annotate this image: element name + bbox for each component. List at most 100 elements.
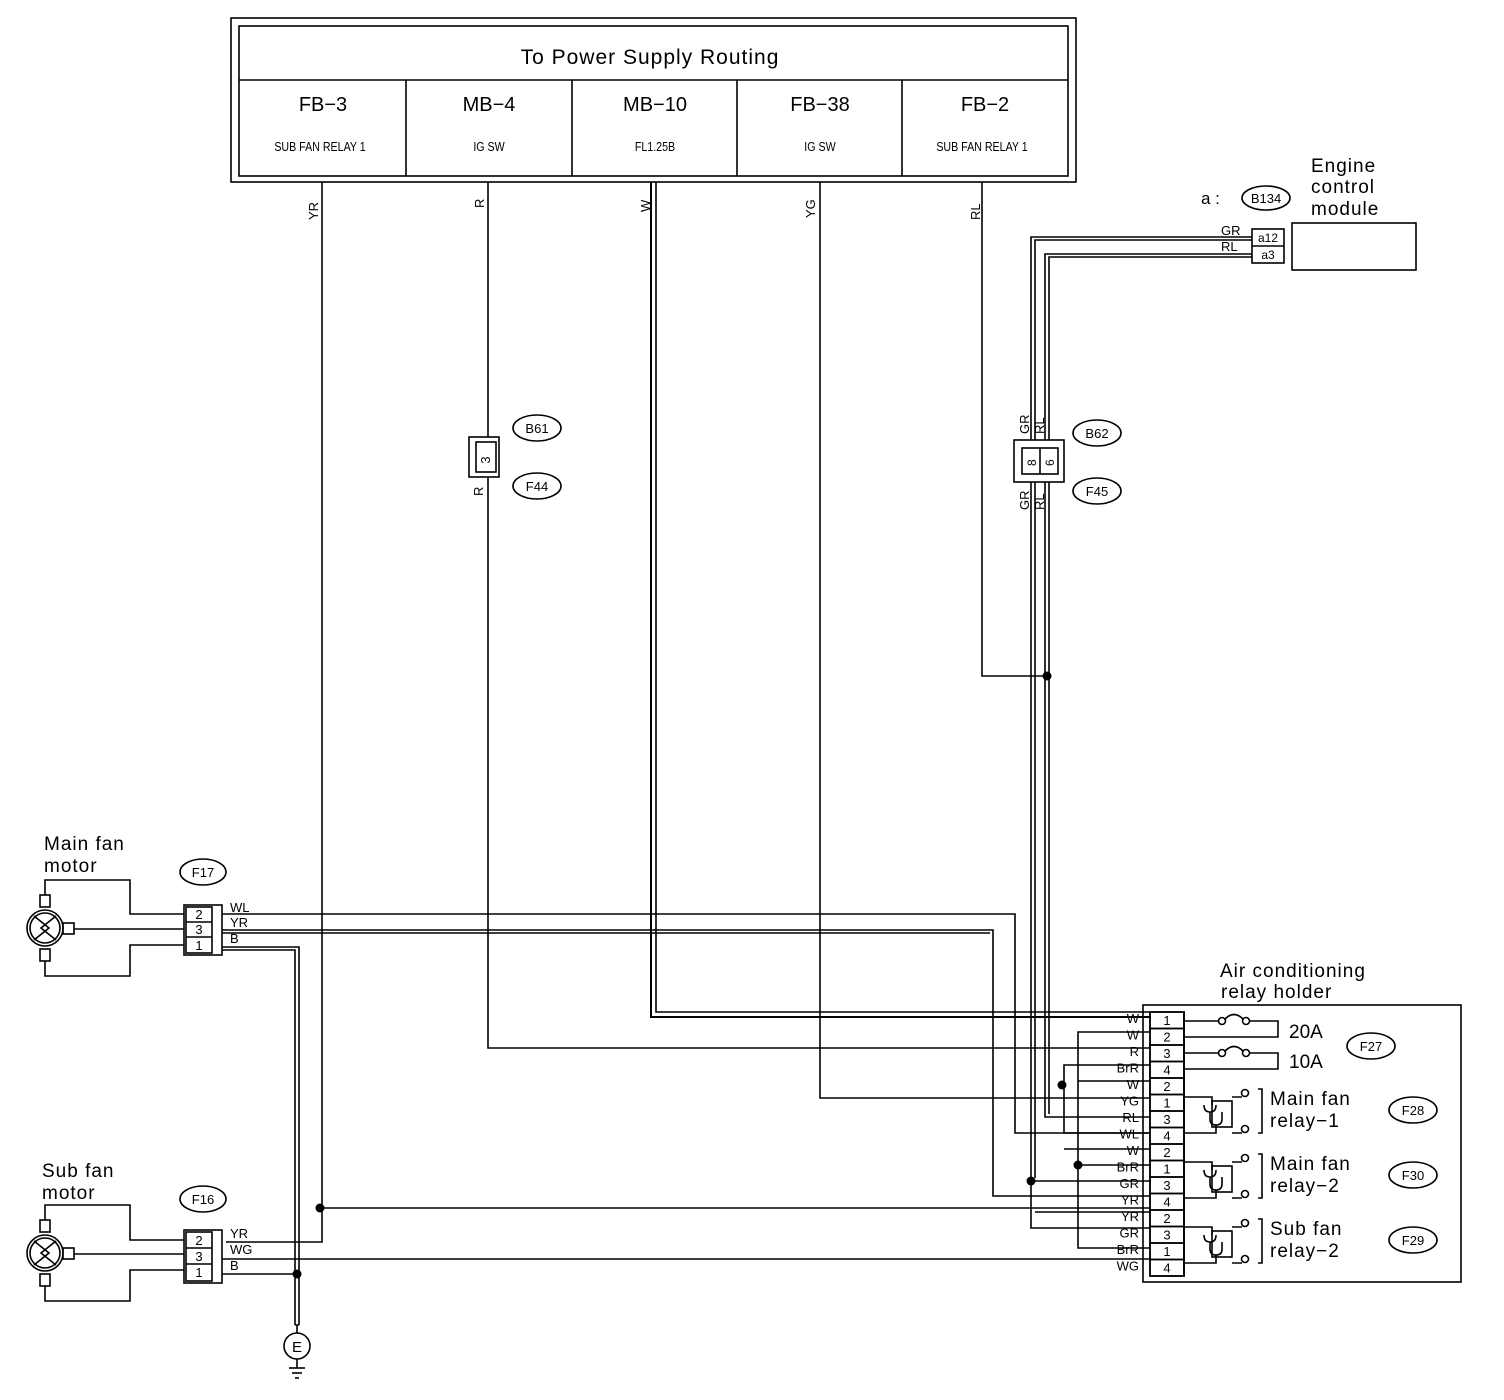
relay-contact-icon <box>1240 1218 1250 1228</box>
terminal-desc-fb38: IG SW <box>804 139 836 154</box>
wire-rl-b62-down <box>1044 482 1150 1118</box>
wire-wl-main-fan <box>222 913 1150 1134</box>
engine-control-module: Engine control module a : B134 a12 a3 GR… <box>1201 156 1417 271</box>
relay-label-line: Sub fan <box>1270 1219 1343 1240</box>
sub-fan-wire-b: B <box>230 1258 239 1273</box>
relay-label-line: Main fan <box>1270 1154 1351 1175</box>
junction-dot-brr <box>1057 1080 1067 1090</box>
wire-b-main-fan-2 <box>222 949 296 1325</box>
terminal-code-mb4: MB−4 <box>463 94 516 116</box>
connector-label-b62: B62 <box>1085 426 1108 441</box>
wire-branch-w2 <box>1077 1031 1150 1165</box>
ecm-title-line-1: Engine <box>1311 156 1376 177</box>
junction-dot-yr <box>315 1203 325 1213</box>
wire-label-rl-top: RL <box>968 203 983 220</box>
terminal-desc-mb10: FL1.25B <box>635 139 675 154</box>
relay-pin-number: 3 <box>1163 1112 1170 1127</box>
sub-fan-pin-1: 1 <box>195 1265 202 1280</box>
relay-label-line: relay−2 <box>1270 1176 1340 1197</box>
fuse-10a-rating: 10A <box>1289 1052 1323 1073</box>
relay-pin-number: 2 <box>1163 1145 1170 1160</box>
b62-pin-8: 8 <box>1025 459 1039 466</box>
relay-connector-label: F30 <box>1402 1168 1424 1183</box>
relay-label-line: relay−2 <box>1270 1241 1340 1262</box>
relay-coil-icon <box>1184 1161 1242 1199</box>
relay-connector-badge <box>1388 1161 1438 1189</box>
ecm-title-line-2: control <box>1311 177 1375 198</box>
relay-coil-icon <box>1184 1226 1242 1264</box>
relay-wire-label: BrR <box>1117 1061 1139 1076</box>
wire-label-w-top: W <box>638 199 653 212</box>
relay-connector-badge <box>1388 1226 1438 1254</box>
ecm-wire-gr: GR <box>1221 223 1241 238</box>
main-fan-motor-icon <box>26 909 64 947</box>
power-supply-table: To Power Supply Routing FB−3 SUB FAN REL… <box>230 17 1077 183</box>
sub-fan-pin-3: 3 <box>195 1249 202 1264</box>
relay-wire-label: W <box>1127 1028 1140 1043</box>
main-fan-motor-title-2: motor <box>44 856 98 877</box>
top-wire-labels: YR R W YG RL <box>306 199 983 220</box>
terminal-code-fb2: FB−2 <box>961 94 1009 116</box>
wire-branch-brr2 <box>1077 1164 1150 1249</box>
main-fan-motor: Main fan motor 2 3 1 F17 WL YR B <box>26 834 250 977</box>
terminal-code-fb3: FB−3 <box>299 94 347 116</box>
relay-pin-number: 3 <box>1163 1228 1170 1243</box>
relay-contact-icon <box>1240 1189 1250 1199</box>
relay-pin-number: 4 <box>1163 1261 1170 1276</box>
wire-yr-main-fan <box>222 929 1150 1197</box>
connector-label-b61: B61 <box>525 421 548 436</box>
relay-holder-title-2: relay holder <box>1221 982 1332 1003</box>
b62-wire-rl-top: RL <box>1032 417 1047 434</box>
wire-label-yr-top: YR <box>306 202 321 220</box>
relay-wire-label: W <box>1127 1011 1140 1026</box>
relay-coil-box <box>1211 1100 1233 1128</box>
relay-holder-title-1: Air conditioning <box>1220 961 1366 982</box>
relay-pin-number: 4 <box>1163 1063 1170 1078</box>
terminal-desc-fb3: SUB FAN RELAY 1 <box>274 139 366 154</box>
wire-yr-sub-fan <box>226 182 323 1243</box>
fuse-10a: 10A <box>1184 1045 1323 1073</box>
relay-pin-number: 3 <box>1163 1178 1170 1193</box>
wire-branch-brr <box>1063 1064 1150 1134</box>
sub-fan-motor-title-1: Sub fan <box>42 1161 115 1182</box>
sub-fan-motor-title-2: motor <box>42 1183 96 1204</box>
relay-wire-label: YR <box>1121 1193 1139 1208</box>
terminal-desc-mb4: IG SW <box>473 139 505 154</box>
relay-connector-badge <box>1388 1096 1438 1124</box>
wire-r-f44-relay <box>487 478 1150 1049</box>
relay-contact-icon <box>1240 1124 1250 1134</box>
connector-b62-f45: 8 6 GR RL GR RL B62 F45 <box>1013 415 1122 511</box>
junction-dot-ground <box>292 1269 302 1279</box>
main-fan-pin-3: 3 <box>195 922 202 937</box>
sub-fan-motor: Sub fan motor 2 3 1 F16 YR WG B <box>26 1161 252 1302</box>
wire-b-main-fan <box>222 946 300 1325</box>
relay-pin-number: 1 <box>1163 1244 1170 1259</box>
junction-dot-gr <box>1026 1176 1036 1186</box>
ecm-body <box>1291 222 1417 271</box>
relay-pin-number: 1 <box>1163 1096 1170 1111</box>
power-supply-title: To Power Supply Routing <box>521 46 780 69</box>
terminal-code-fb38: FB−38 <box>790 94 849 116</box>
relay-wire-label: RL <box>1122 1110 1139 1125</box>
ecm-wire-rl: RL <box>1221 239 1238 254</box>
ground-label: E <box>292 1339 302 1356</box>
ground-symbol: E <box>283 1324 311 1379</box>
sub-fan-wire-wg: WG <box>230 1242 252 1257</box>
sub-fan-wire-yr: YR <box>230 1226 248 1241</box>
sub-fan-motor-icon <box>26 1234 64 1272</box>
relay-wire-label: R <box>1130 1044 1139 1059</box>
b62-wire-gr-bottom: GR <box>1017 491 1032 511</box>
relay-pin-number: 2 <box>1163 1030 1170 1045</box>
junction-dot-rl <box>1042 671 1052 681</box>
main-fan-wire-yr: YR <box>230 915 248 930</box>
relay-wire-label: GR <box>1120 1226 1140 1241</box>
junction-dot-w <box>1073 1160 1083 1170</box>
relay-coil-box <box>1211 1230 1233 1258</box>
relay-connector-label: F29 <box>1402 1233 1424 1248</box>
relay-contact-icon <box>1240 1153 1250 1163</box>
fuse-20a: 20A <box>1184 1013 1323 1043</box>
